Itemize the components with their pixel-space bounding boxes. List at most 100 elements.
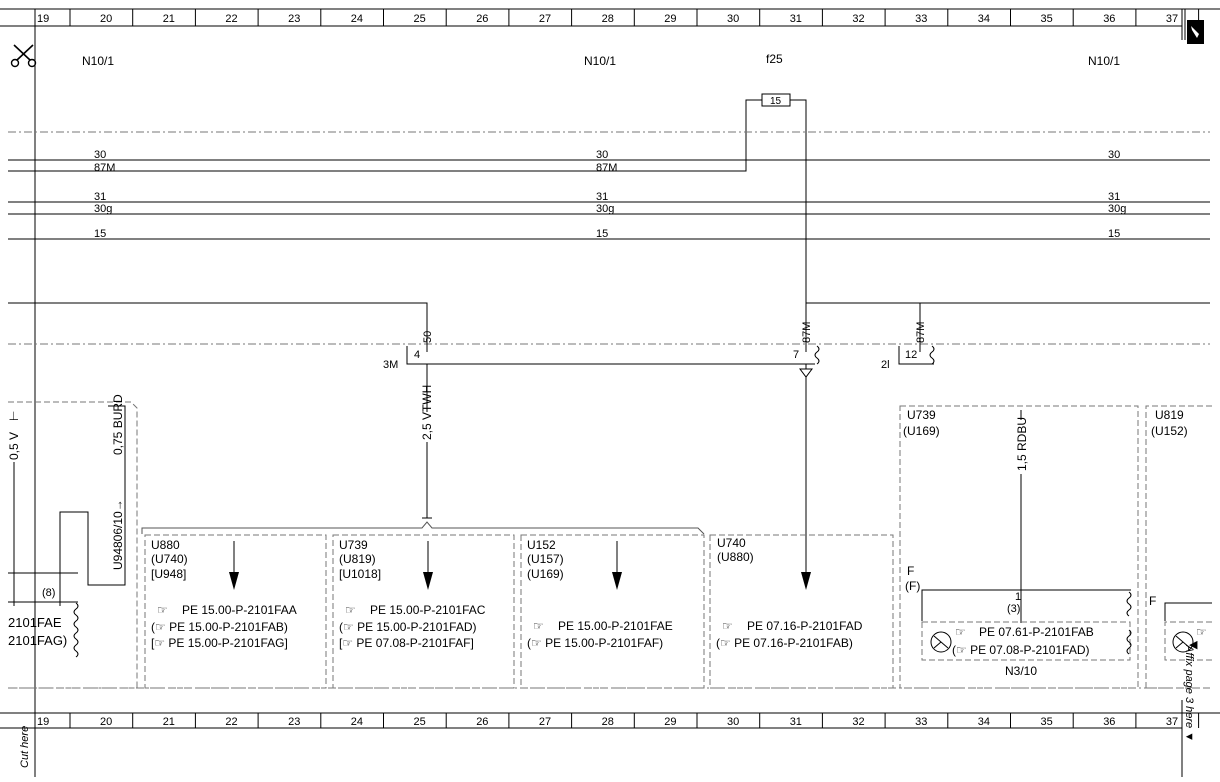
wire-50: 50 (8, 302, 434, 346)
svg-text:87M: 87M (915, 322, 927, 343)
svg-text:30: 30 (1108, 149, 1120, 161)
ruler-number: 25 (414, 13, 426, 25)
svg-text:(U819): (U819) (339, 552, 376, 566)
wire-vtwh: 2,5 VTWH (420, 364, 434, 519)
ruler-number: 24 (351, 13, 363, 25)
ruler-number: 20 (100, 716, 112, 728)
ruler-number: 34 (978, 13, 990, 25)
bus-labels-right: 30 31 30g 15 (1108, 149, 1126, 240)
svg-text:U819: U819 (1155, 408, 1184, 422)
wire-87m: 87M 87M (801, 302, 1210, 346)
svg-text:87M: 87M (94, 162, 115, 174)
pointing-hand-icon: ☞ (955, 625, 966, 639)
svg-text:7: 7 (793, 349, 799, 361)
n3-10-box: U739 (U169) 1,5 RDBU F (F) 1 (3) ☞ PE 07… (899, 405, 1139, 689)
bus-labels-left: 30 87M 31 30g 15 (94, 149, 115, 240)
svg-text:U880: U880 (151, 538, 180, 552)
svg-text:31: 31 (596, 191, 608, 203)
ruler-number: 20 (100, 13, 112, 25)
svg-text:(☞ PE 07.16-P-2101FAB): (☞ PE 07.16-P-2101FAB) (716, 636, 853, 650)
svg-text:31: 31 (94, 191, 106, 203)
svg-text:(U740): (U740) (151, 552, 188, 566)
svg-text:3M: 3M (383, 359, 398, 371)
ruler-number: 29 (664, 13, 676, 25)
svg-text:15: 15 (596, 228, 608, 240)
svg-text:(☞ PE 15.00-P-2101FAF): (☞ PE 15.00-P-2101FAF) (527, 636, 663, 650)
label-f25: f25 (766, 52, 783, 66)
pointing-hand-icon: ☞ (345, 603, 356, 617)
svg-text:31: 31 (1108, 191, 1120, 203)
sensor-icon (1172, 631, 1194, 653)
svg-text:30: 30 (596, 149, 608, 161)
svg-text:15: 15 (94, 228, 106, 240)
svg-text:(☞ PE 15.00-P-2101FAD): (☞ PE 15.00-P-2101FAD) (339, 620, 476, 634)
u819-partial-box: U819 (U152) F ☞ (1145, 405, 1212, 689)
svg-text:F: F (907, 564, 914, 578)
ruler-number: 31 (790, 716, 802, 728)
ruler-number: 23 (288, 716, 300, 728)
ruler-number: 28 (602, 716, 614, 728)
svg-text:2l: 2l (881, 359, 890, 371)
svg-text:[U1018]: [U1018] (339, 567, 381, 581)
ruler-number: 32 (852, 716, 864, 728)
ruler-number: 23 (288, 13, 300, 25)
ruler-number: 37 (1166, 13, 1178, 25)
pointing-hand-icon: ☞ (157, 603, 168, 617)
svg-text:N3/10: N3/10 (1005, 664, 1037, 678)
svg-text:1,5 RDBU: 1,5 RDBU (1015, 417, 1029, 471)
svg-text:☞: ☞ (533, 619, 544, 633)
svg-text:30g: 30g (596, 203, 614, 215)
ruler-number: 36 (1103, 716, 1115, 728)
svg-text:1: 1 (1015, 591, 1021, 603)
svg-text:(F): (F) (905, 579, 920, 593)
fuse-number: 15 (770, 96, 782, 107)
svg-text:(U169): (U169) (903, 424, 940, 438)
svg-text:(U152): (U152) (1151, 424, 1188, 438)
label-n10-1-left: N10/1 (82, 54, 114, 68)
bus-labels-middle: 30 87M 31 30g 15 (596, 149, 617, 240)
label-n10-1-middle: N10/1 (584, 54, 616, 68)
svg-text:PE 07.61-P-2101FAB: PE 07.61-P-2101FAB (979, 625, 1094, 639)
svg-text:(U169): (U169) (527, 567, 564, 581)
cut-here-label: Cut here (19, 726, 31, 768)
ruler-number: 19 (37, 13, 49, 25)
sensor-icon (930, 631, 952, 653)
svg-text:⊢: ⊢ (7, 411, 21, 421)
svg-text:U739: U739 (339, 538, 368, 552)
svg-text:2101FAG): 2101FAG) (8, 633, 67, 648)
svg-text:☞: ☞ (1196, 625, 1207, 639)
reference-box-u880: U880 (U740) [U948] ☞ PE 15.00-P-2101FAA … (144, 534, 327, 689)
svg-text:PE 15.00-P-2101FAC: PE 15.00-P-2101FAC (370, 603, 486, 617)
svg-text:0,75 BURD: 0,75 BURD (111, 394, 125, 455)
svg-text:(3): (3) (1007, 603, 1020, 615)
ruler-number: 21 (163, 13, 175, 25)
svg-text:0,5 V: 0,5 V (7, 432, 21, 460)
ruler-number: 32 (852, 13, 864, 25)
svg-text:PE 07.16-P-2101FAD: PE 07.16-P-2101FAD (747, 619, 863, 633)
pointing-hand-icon: ☞ (722, 619, 733, 633)
ruler-number: 35 (1041, 716, 1053, 728)
svg-text:[☞ PE 15.00-P-2101FAG]: [☞ PE 15.00-P-2101FAG] (151, 636, 288, 650)
bus-lines (8, 159, 1210, 240)
ruler-number: 22 (225, 716, 237, 728)
svg-text:[☞ PE 07.08-P-2101FAF]: [☞ PE 07.08-P-2101FAF] (339, 636, 474, 650)
svg-text:(U157): (U157) (527, 552, 564, 566)
svg-text:30g: 30g (1108, 203, 1126, 215)
ruler-number: 33 (915, 716, 927, 728)
ruler-number: 30 (727, 716, 739, 728)
svg-text:U94806/10→: U94806/10→ (111, 499, 125, 570)
svg-text:15: 15 (1108, 228, 1120, 240)
ruler-number: 29 (664, 716, 676, 728)
svg-text:☞: ☞ (955, 625, 966, 639)
affix-arrow: ◀ (1189, 639, 1198, 651)
svg-text:12: 12 (905, 349, 917, 361)
ruler-number: 27 (539, 716, 551, 728)
svg-text:PE 15.00-P-2101FAA: PE 15.00-P-2101FAA (182, 603, 297, 617)
svg-text:2101FAE: 2101FAE (8, 615, 62, 630)
svg-text:[U948]: [U948] (151, 567, 186, 581)
reference-box-u152: U152 (U157) (U169) ☞ PE 15.00-P-2101FAE … (520, 534, 705, 689)
reference-box-u740: U740 (U880) ☞ PE 07.16-P-2101FAD (☞ PE 0… (709, 534, 894, 689)
svg-text:U740: U740 (717, 536, 746, 550)
